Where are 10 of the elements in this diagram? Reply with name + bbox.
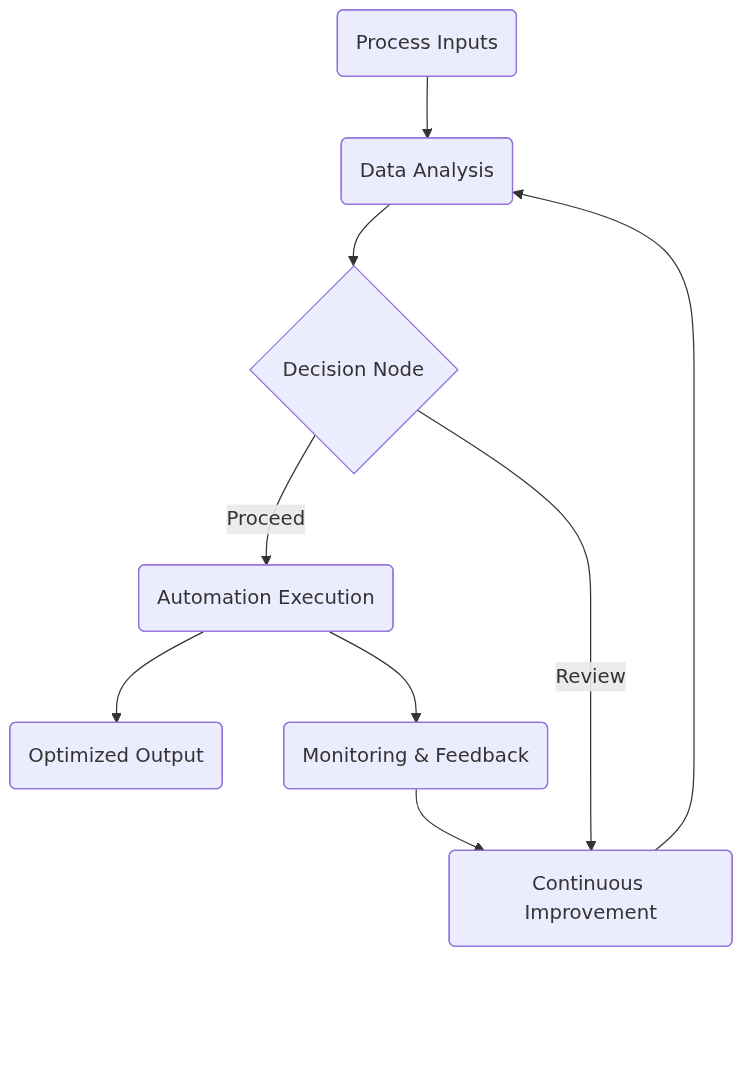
arrow: [415, 788, 486, 852]
arrow: [111, 631, 204, 724]
edge-label: Proceed: [226, 506, 306, 531]
arrow: [329, 631, 422, 724]
arrow: [416, 409, 597, 852]
arrow: [347, 204, 390, 267]
arrow: [421, 76, 433, 139]
node-diamond: Decision Node: [249, 264, 459, 475]
edge-label: Review: [555, 664, 626, 688]
arrow: [512, 189, 695, 852]
